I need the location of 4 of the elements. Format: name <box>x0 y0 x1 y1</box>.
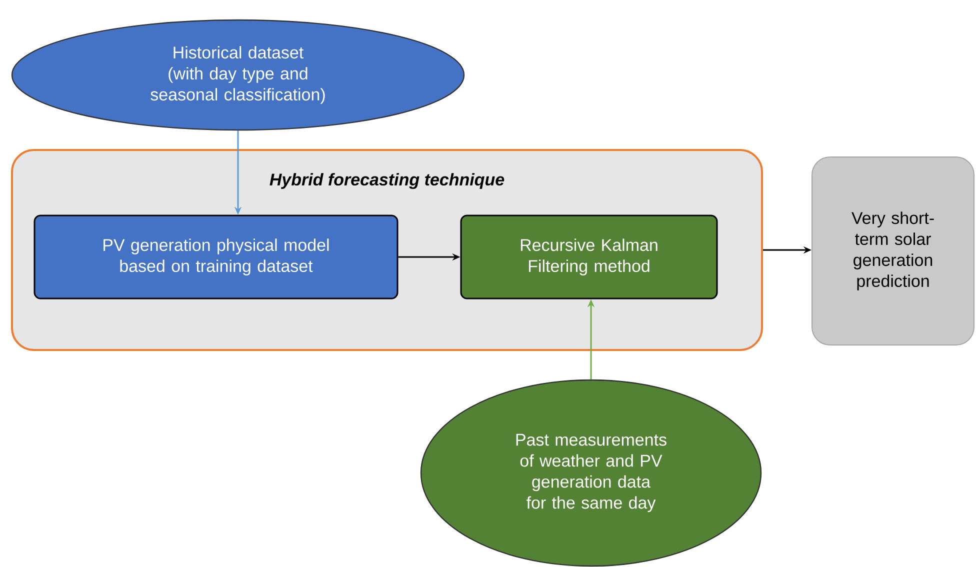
panel-heading: Hybrid forecasting technique <box>270 173 504 189</box>
process-box: Recursive Kalman Filtering method <box>460 214 718 300</box>
output-box: Very short-term solar generation prediction <box>812 156 975 346</box>
process-box: PV generation physical model based on training dataset <box>34 214 398 300</box>
